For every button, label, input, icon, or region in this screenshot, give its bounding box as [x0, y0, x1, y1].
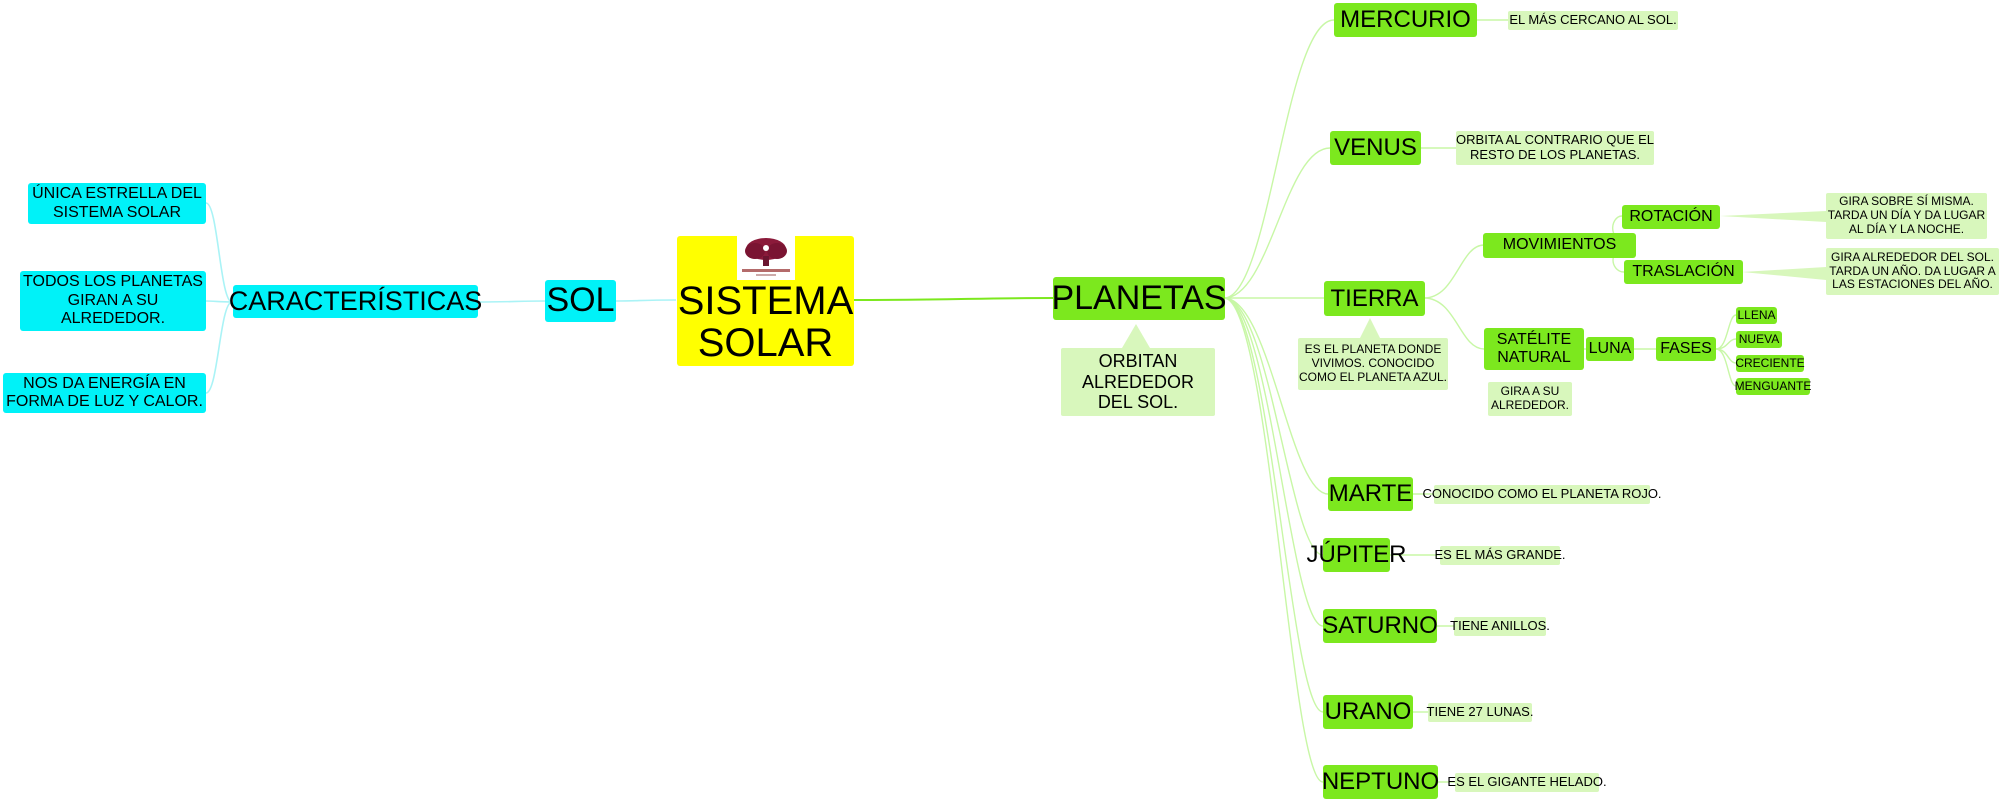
jupiter-desc: ES EL MÁS GRANDE.	[1435, 546, 1566, 565]
planet-saturno[interactable]: SATURNO	[1322, 609, 1438, 643]
tierra-note-pointer	[1360, 318, 1380, 338]
sol-feature-3[interactable]: NOS DA ENERGÍA EN FORMA DE LUZ Y CALOR.	[3, 373, 206, 413]
planet-tierra[interactable]: TIERRA	[1324, 281, 1425, 316]
urano-desc: TIENE 27 LUNAS.	[1427, 703, 1533, 722]
saturno-desc: TIENE ANILLOS.	[1450, 617, 1550, 636]
planet-urano[interactable]: URANO	[1323, 695, 1413, 729]
fase-menguante[interactable]: MENGUANTE	[1735, 378, 1811, 395]
school-tree-logo-icon	[737, 236, 795, 280]
sol-feature-2[interactable]: TODOS LOS PLANETAS GIRAN A SU ALREDEDOR.	[20, 271, 206, 331]
planet-jupiter[interactable]: JÚPITER	[1307, 538, 1407, 572]
satelite-natural-node[interactable]: SATÉLITE NATURAL	[1484, 328, 1584, 370]
fase-creciente[interactable]: CRECIENTE	[1735, 355, 1805, 372]
fases-node[interactable]: FASES	[1656, 337, 1716, 361]
fase-llena[interactable]: LLENA	[1736, 307, 1777, 324]
marte-desc: CONOCIDO COMO EL PLANETA ROJO.	[1422, 485, 1662, 504]
planet-marte[interactable]: MARTE	[1328, 477, 1413, 511]
central-topic-line1: SISTEMA	[677, 279, 854, 323]
traslacion-desc: GIRA ALREDEDOR DEL SOL. TARDA UN AÑO. DA…	[1826, 248, 1999, 295]
planetas-note-pointer	[1122, 324, 1150, 348]
planet-venus[interactable]: VENUS	[1330, 131, 1421, 165]
planetas-note: ORBITAN ALREDEDOR DEL SOL.	[1061, 348, 1215, 416]
neptuno-desc: ES EL GIGANTE HELADO.	[1447, 773, 1607, 792]
planet-mercurio[interactable]: MERCURIO	[1334, 3, 1477, 37]
movimientos-node[interactable]: MOVIMIENTOS	[1483, 233, 1636, 258]
rotacion-node[interactable]: ROTACIÓN	[1622, 205, 1720, 229]
satelite-note: GIRA A SU ALREDEDOR.	[1488, 382, 1572, 416]
traslacion-node[interactable]: TRASLACIÓN	[1624, 260, 1743, 284]
planetas-node[interactable]: PLANETAS	[1051, 277, 1227, 320]
venus-desc: ORBITA AL CONTRARIO QUE EL RESTO DE LOS …	[1456, 131, 1654, 165]
luna-node[interactable]: LUNA	[1586, 337, 1634, 361]
planet-neptuno[interactable]: NEPTUNO	[1322, 765, 1439, 799]
rotacion-desc: GIRA SOBRE SÍ MISMA. TARDA UN DÍA Y DA L…	[1826, 193, 1987, 239]
sol-feature-1[interactable]: ÚNICA ESTRELLA DEL SISTEMA SOLAR	[28, 183, 206, 224]
central-topic-line2: SOLAR	[697, 321, 834, 365]
caracteristicas-node[interactable]: CARACTERÍSTICAS	[229, 285, 482, 318]
sol-node[interactable]: SOL	[545, 280, 616, 322]
fase-nueva[interactable]: NUEVA	[1736, 331, 1782, 348]
mercurio-desc: EL MÁS CERCANO AL SOL.	[1508, 11, 1678, 30]
tierra-note: ES EL PLANETA DONDE VIVIMOS. CONOCIDO CO…	[1298, 338, 1448, 390]
